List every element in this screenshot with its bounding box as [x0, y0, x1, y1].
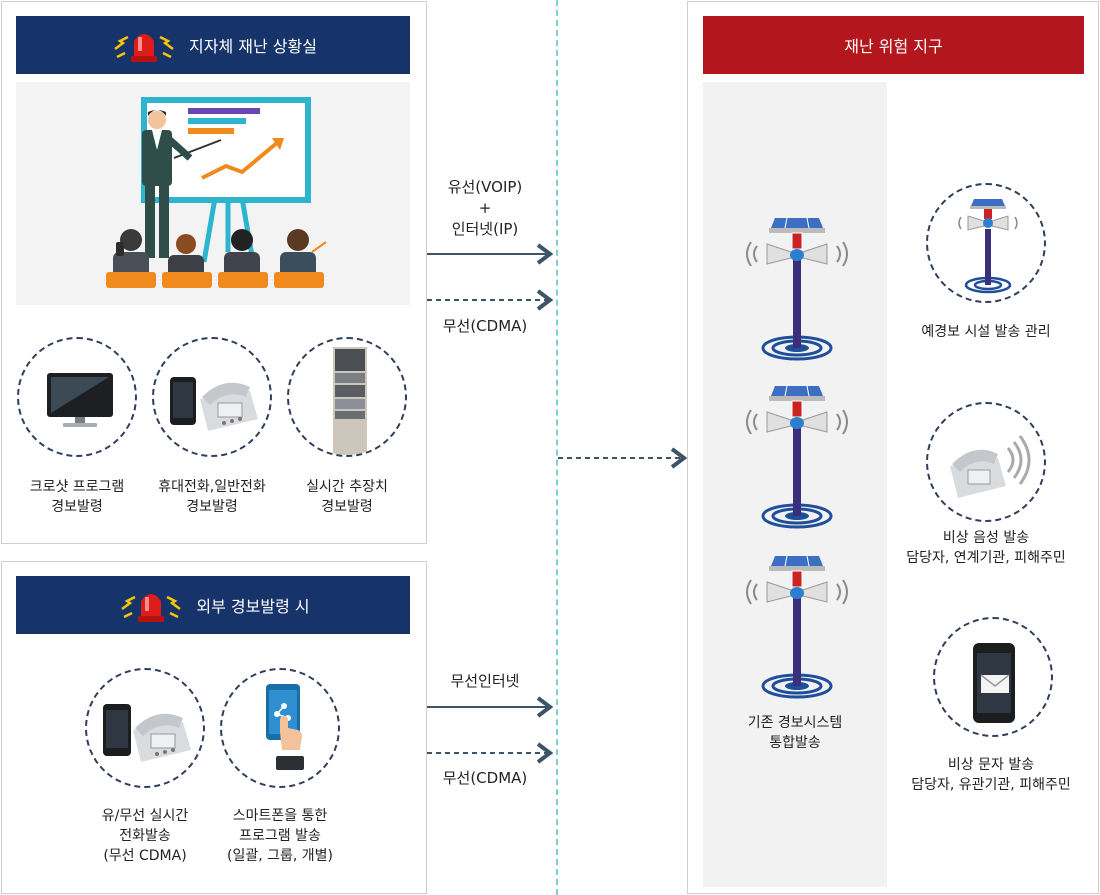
- wireless-cdma-top-arrow: [427, 289, 554, 311]
- local-office-header: 지자체 재난 상황실: [16, 16, 410, 74]
- alarm-siren-icon: [114, 34, 174, 62]
- voice-broadcast-caption: 비상 음성 발송 담당자, 연계기관, 피해주민: [906, 530, 1066, 566]
- phone-signal-icon: [950, 435, 1031, 498]
- siren-tower-icon: [745, 554, 849, 699]
- center-arrow: [558, 447, 688, 469]
- wired-arrow: [427, 243, 554, 265]
- smartphone-program-caption: 스마트폰을 통한 프로그램 발송 (일괄, 그룹, 개별): [226, 808, 333, 864]
- siren-tower-icon: [958, 199, 1018, 294]
- realtime-device-caption: 실시간 추장치 경보발령: [306, 479, 388, 515]
- mobile-landline-circle: [152, 337, 272, 457]
- alarm-program-circle: [17, 337, 137, 457]
- smartphone-touch-icon: [266, 684, 304, 770]
- siren-tower-icon: [745, 384, 849, 529]
- siren-tower-icon: [745, 216, 849, 361]
- danger-zone-title: 재난 위험 지구: [844, 37, 943, 56]
- wired-link-label: 유선(VOIP) + 인터넷(IP): [447, 178, 523, 238]
- mobile-landline-caption: 휴대전화,일반전화 경보발령: [158, 479, 266, 515]
- sms-broadcast-caption: 비상 문자 발송 담당자, 유관기관, 피해주민: [911, 757, 1071, 793]
- phone-icon: [103, 704, 191, 762]
- wireless-internet-arrow: [427, 696, 554, 718]
- local-office-title: 지자체 재난 상황실: [189, 37, 317, 56]
- phone-icon: [170, 377, 258, 431]
- equipment-rack-icon: [333, 347, 367, 455]
- smartphone-program-circle: [220, 668, 340, 788]
- monitor-icon: [47, 373, 113, 427]
- wireless-cdma-top-label: 무선(CDMA): [442, 317, 528, 335]
- realtime-call-circle: [85, 668, 205, 788]
- wireless-cdma-bottom-label: 무선(CDMA): [442, 769, 528, 787]
- wireless-cdma-bottom-arrow: [427, 742, 554, 764]
- sms-broadcast-circle: [933, 617, 1053, 737]
- external-title: 외부 경보발령 시: [196, 597, 310, 616]
- divider-line: [556, 0, 558, 895]
- integration-caption: 기존 경보시스템 통합발송: [747, 715, 843, 751]
- sms-phone-icon: [973, 643, 1015, 723]
- alarm-program-caption: 크로샷 프로그램 경보발령: [29, 479, 125, 515]
- alarm-siren-icon: [121, 594, 182, 622]
- realtime-call-caption: 유/무선 실시간 전화발송 (무선 CDMA): [101, 808, 189, 864]
- wireless-internet-label: 무선인터넷: [450, 672, 520, 690]
- presentation-illustration: [16, 82, 410, 305]
- voice-broadcast-circle: [926, 402, 1046, 522]
- realtime-device-circle: [287, 337, 407, 457]
- facility-management-caption: 예경보 시설 발송 관리: [921, 324, 1051, 340]
- danger-zone-header: 재난 위험 지구: [703, 16, 1084, 74]
- external-header: 외부 경보발령 시: [16, 576, 410, 634]
- facility-management-circle: [926, 183, 1046, 303]
